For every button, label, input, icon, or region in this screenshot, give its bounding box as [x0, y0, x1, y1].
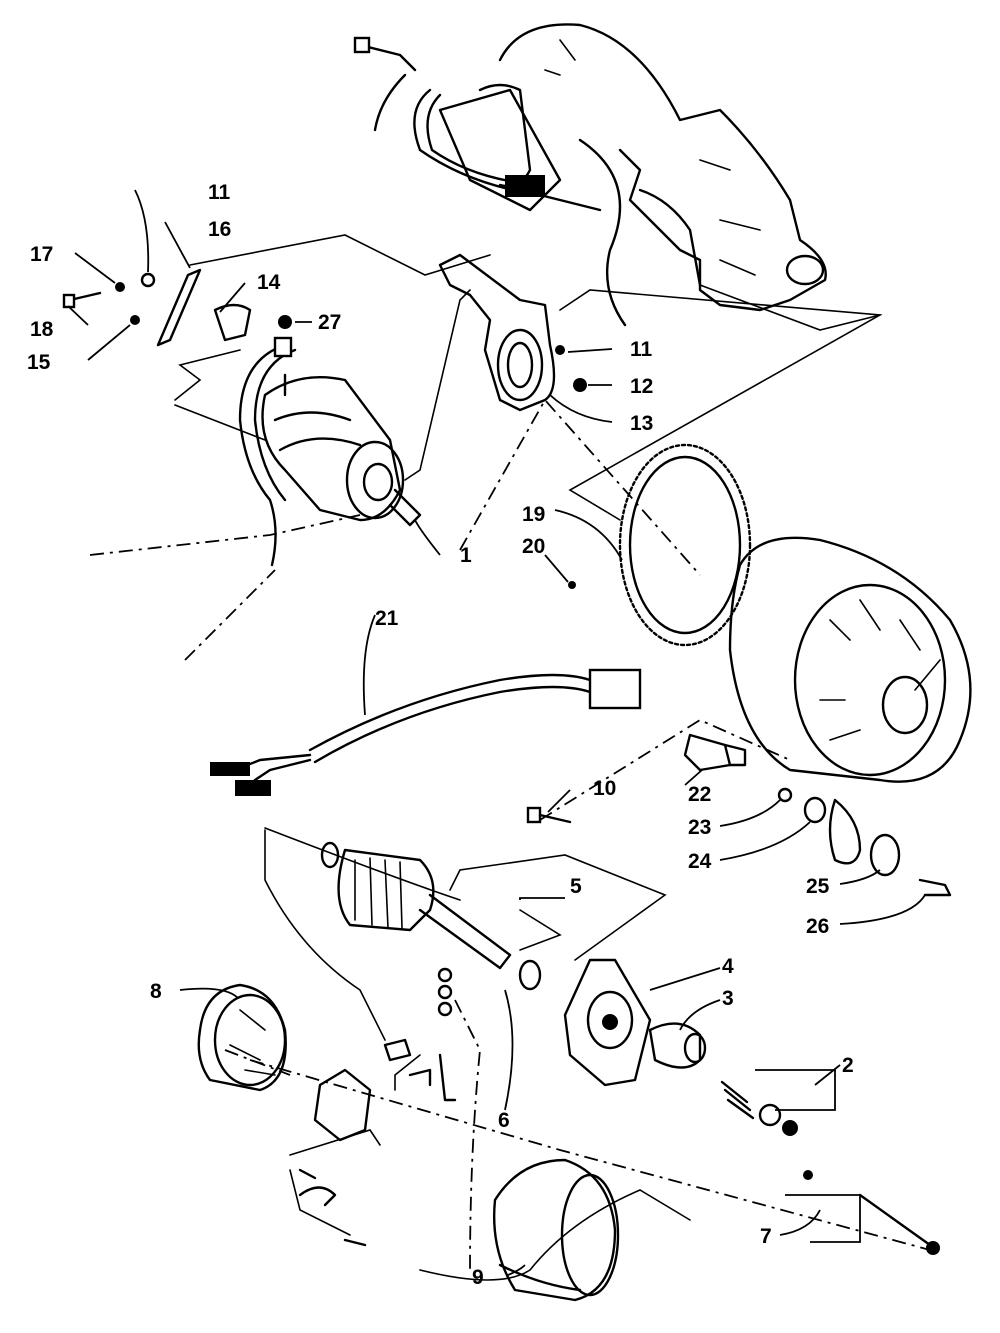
- callout-5: 5: [570, 875, 582, 898]
- ring-gear: [568, 443, 752, 647]
- callout-26: 26: [806, 915, 829, 938]
- callout-24: 24: [688, 850, 712, 873]
- callout-20: 20: [522, 535, 545, 558]
- callout-leaders: [67, 189, 926, 1276]
- callouts: 1 2 3 4 5 6 7 8 9 10 11 11 12 13 14 15 1…: [27, 181, 854, 1289]
- end-cap: [197, 983, 287, 1092]
- callout-11-right: 11: [630, 338, 653, 361]
- callout-4: 4: [722, 955, 734, 978]
- spring-and-washers: [720, 1080, 798, 1136]
- callout-6: 6: [498, 1109, 510, 1132]
- callout-19: 19: [522, 503, 545, 526]
- callout-21: 21: [375, 607, 399, 630]
- starter-bracket: [438, 253, 587, 412]
- callout-22: 22: [688, 783, 711, 806]
- callout-1: 1: [460, 544, 472, 567]
- field-housing: [493, 1158, 620, 1302]
- callout-3: 3: [722, 987, 734, 1010]
- callout-17: 17: [30, 243, 53, 266]
- flywheel: [728, 536, 972, 783]
- callout-27: 27: [318, 311, 341, 334]
- center-lines: [89, 398, 931, 1271]
- armature: [320, 841, 542, 991]
- drive-housing: [563, 958, 652, 1087]
- callout-18: 18: [30, 318, 54, 341]
- callout-10: 10: [593, 777, 616, 800]
- through-bolt: [803, 1170, 940, 1255]
- pinion-gear: [648, 1022, 707, 1069]
- callout-16: 16: [208, 218, 231, 241]
- engine-block: [438, 23, 827, 327]
- starter-motor: [238, 336, 422, 567]
- callout-14: 14: [257, 271, 281, 294]
- small-brush-parts: [298, 1168, 367, 1247]
- wiring-harness: [210, 668, 642, 796]
- callout-8: 8: [150, 980, 162, 1003]
- assembly-lines: [174, 234, 883, 1281]
- callout-11-top: 11: [208, 181, 231, 204]
- callout-9: 9: [472, 1266, 484, 1289]
- brush-holder: [313, 967, 457, 1142]
- callout-25: 25: [806, 875, 830, 898]
- callout-13: 13: [630, 412, 653, 435]
- callout-12: 12: [630, 375, 653, 398]
- callout-2: 2: [842, 1054, 854, 1077]
- callout-15: 15: [27, 351, 51, 374]
- switch-and-washers: [683, 733, 952, 897]
- callout-23: 23: [688, 816, 711, 839]
- callout-7: 7: [760, 1225, 772, 1248]
- mounting-hardware: [62, 268, 292, 347]
- ground-cable: [353, 36, 602, 212]
